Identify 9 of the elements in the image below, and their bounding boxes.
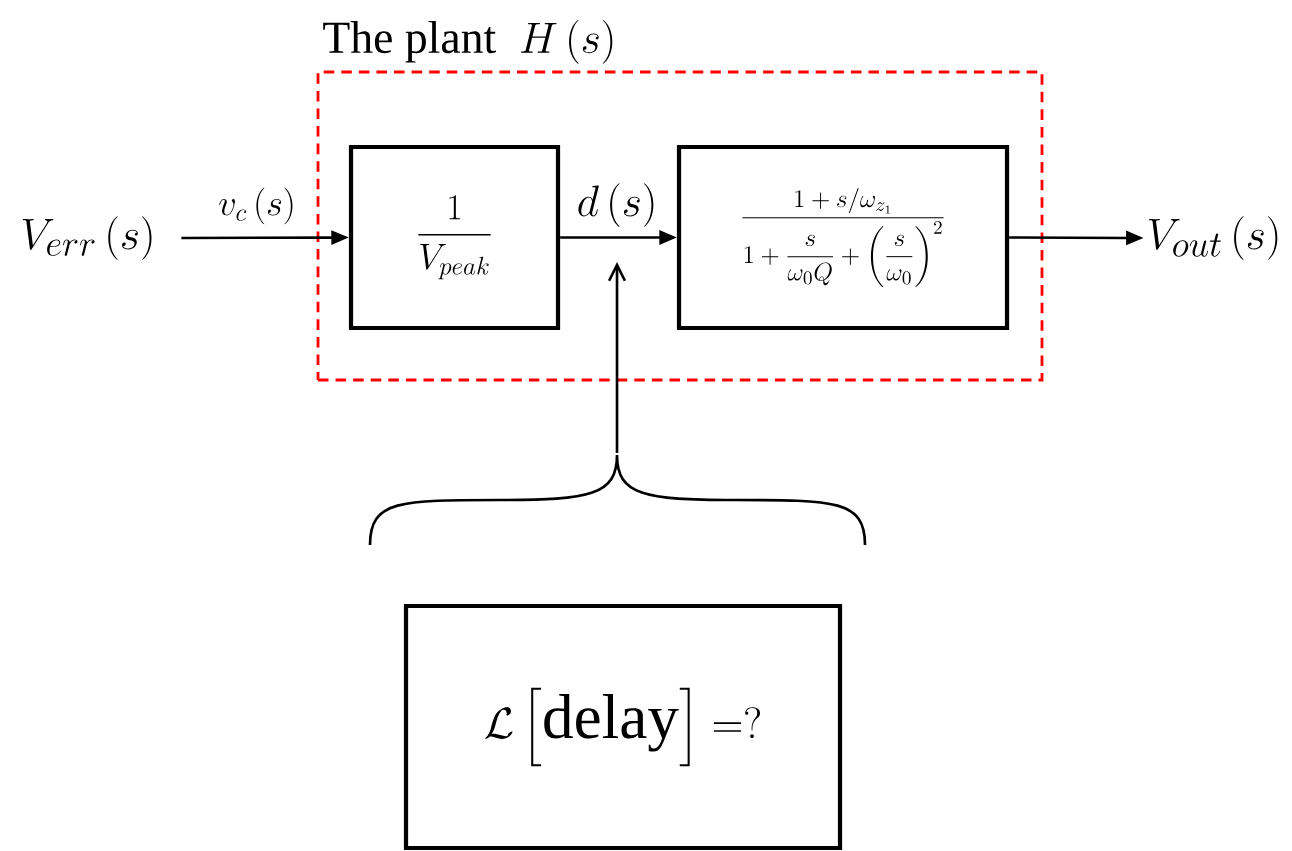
edge-label: $d\left(s\right)$ — [578, 183, 654, 227]
signal-label: $V_{out}\left(s\right)$ — [1149, 216, 1278, 260]
edge-label: $v_c\left(s\right)$ — [219, 187, 293, 225]
formula-box: $\frac{1+s/\omega_{z_1}}{1+\dfrac{s}{\omega_0 Q}+\left(\dfrac{s}{\omega_0}\right)^2}$ — [676, 144, 1010, 331]
group-title: The plant $H\left(s\right)$ — [323, 20, 613, 64]
signal-label: $V_{err}\left(s\right)$ — [22, 216, 152, 260]
delay-box: $\mathcal{L}\left[\mathrm{delay}\right]=?$ — [403, 603, 843, 851]
formula-box: $\frac{1}{V_{peak}}$ — [348, 144, 561, 331]
arrow — [607, 262, 627, 453]
